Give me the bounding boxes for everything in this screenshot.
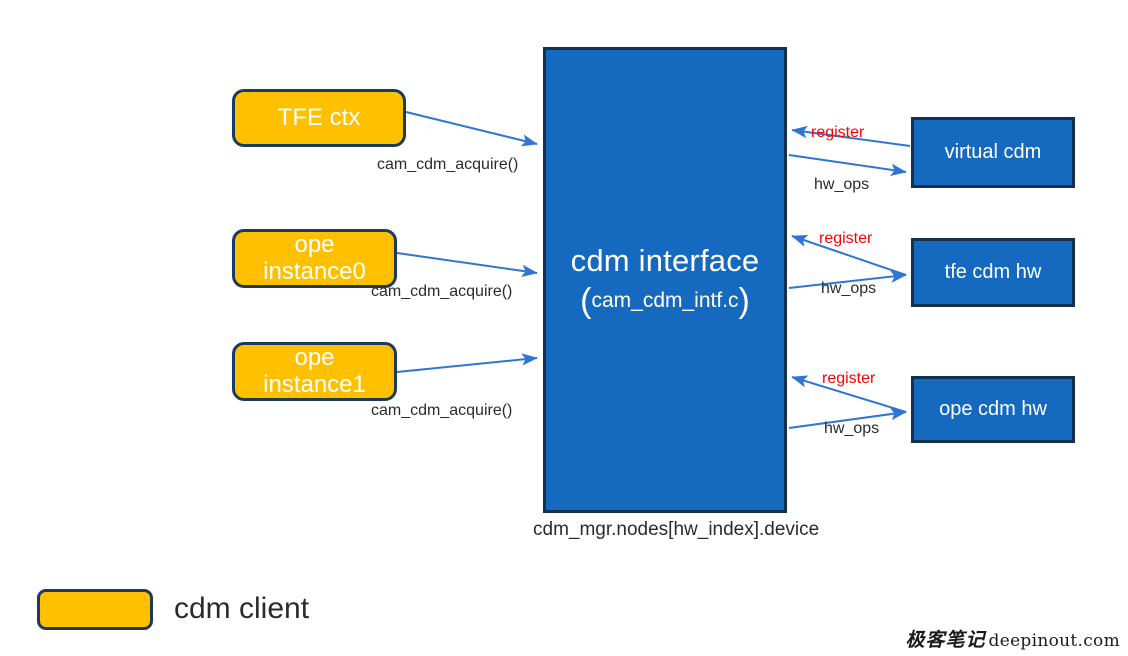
interface-caption: cdm_mgr.nodes[hw_index].device [533, 519, 820, 540]
edge-label-tfe-cdm-hw-register: register [819, 230, 873, 247]
interface-title: cdm interface [570, 243, 760, 279]
node-cdm-interface[interactable]: cdm interface ( cam_cdm_intf.c ) [543, 47, 787, 513]
node-ope-instance0-label-line2: instance0 [263, 257, 366, 285]
edge-ope-instance0-to-interface [396, 252, 538, 277]
edge-label-ope-cdm-hw-hw-ops: hw_ops [824, 420, 880, 437]
node-ope-instance1-label-line2: instance1 [263, 370, 366, 398]
edge-virtual-cdm-hw-ops [788, 154, 907, 176]
paren-close: ) [738, 282, 750, 321]
node-tfe-ctx[interactable]: TFE ctx [232, 89, 406, 147]
edge-tfe-ctx-to-interface [405, 111, 538, 147]
edge-label-tfe-ctx-acquire: cam_cdm_acquire() [377, 156, 519, 173]
edge-ope-instance1-to-interface [396, 353, 538, 373]
edge-label-ope-cdm-hw-register: register [822, 370, 876, 387]
paren-open: ( [580, 282, 592, 321]
interface-subtitle: ( cam_cdm_intf.c ) [580, 282, 750, 321]
node-virtual-cdm[interactable]: virtual cdm [911, 117, 1075, 188]
node-ope-instance0[interactable]: ope instance0 [232, 229, 397, 288]
node-ope-cdm-hw-label: ope cdm hw [939, 398, 1047, 421]
edge-label-virtual-cdm-register: register [811, 124, 865, 141]
node-ope-instance1[interactable]: ope instance1 [232, 342, 397, 401]
edge-label-virtual-cdm-hw-ops: hw_ops [814, 176, 870, 193]
edge-label-tfe-cdm-hw-hw-ops: hw_ops [821, 280, 877, 297]
node-tfe-cdm-hw-label: tfe cdm hw [944, 261, 1042, 284]
node-tfe-cdm-hw[interactable]: tfe cdm hw [911, 238, 1075, 307]
legend-label-cdm-client: cdm client [174, 592, 310, 625]
node-ope-instance0-label-line1: ope [294, 230, 335, 258]
node-ope-cdm-hw[interactable]: ope cdm hw [911, 376, 1075, 443]
node-ope-instance1-label-line1: ope [294, 343, 335, 371]
edge-label-ope-instance1-acquire: cam_cdm_acquire() [371, 402, 513, 419]
node-virtual-cdm-label: virtual cdm [944, 141, 1042, 164]
watermark: 极客笔记 deepinout.com [906, 625, 1120, 652]
watermark-en: deepinout.com [988, 631, 1120, 651]
watermark-cn: 极客笔记 [905, 629, 986, 651]
interface-subtitle-text: cam_cdm_intf.c [591, 288, 739, 312]
node-tfe-ctx-label: TFE ctx [277, 103, 361, 131]
legend-swatch-cdm-client [37, 589, 153, 630]
edge-label-ope-instance0-acquire: cam_cdm_acquire() [371, 283, 513, 300]
